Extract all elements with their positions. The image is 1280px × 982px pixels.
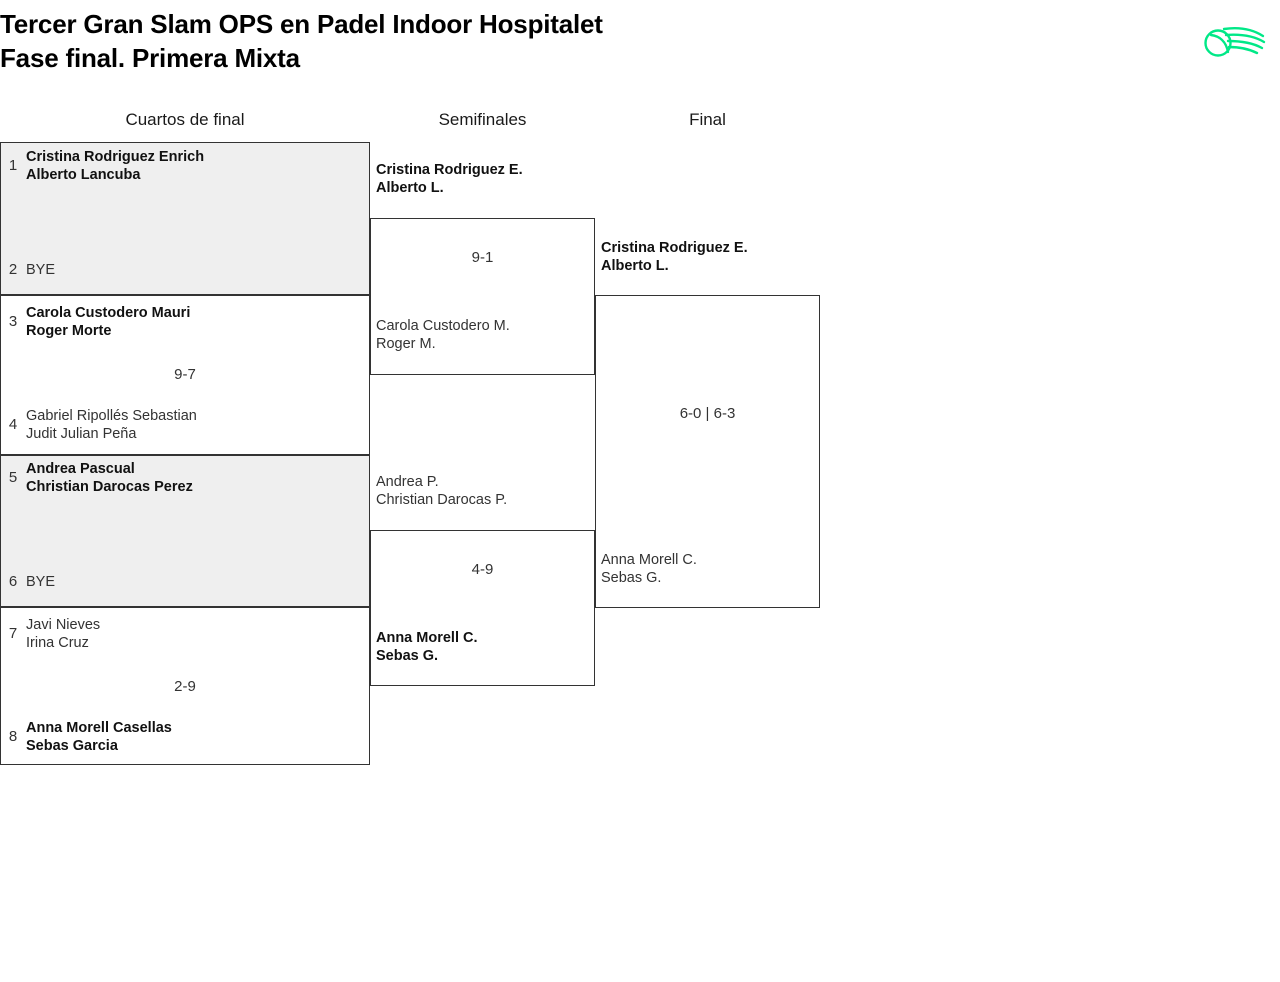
bracket-entry-seed-3[interactable]: 3 Carola Custodero Mauri Roger Morte [0, 304, 370, 340]
bracket-entry-seed-2[interactable]: 2 BYE [0, 260, 370, 279]
round-header-final: Final [689, 110, 726, 129]
seed-number: 6 [8, 573, 18, 590]
team-names: BYE [26, 262, 56, 278]
semifinal-1-bottom-team[interactable]: Carola Custodero M. Roger M. [376, 318, 510, 352]
title-line-2: Fase final. Primera Mixta [0, 42, 300, 73]
match-box-qf-2[interactable] [0, 295, 370, 455]
seed-number: 7 [8, 625, 18, 642]
semifinal-2-top-team[interactable]: Andrea P. Christian Darocas P. [376, 474, 508, 508]
semifinal-1-top-team[interactable]: Cristina Rodriguez E. Alberto L. [376, 162, 523, 196]
score-final: 6-0 | 6-3 [679, 405, 736, 422]
seed-number: 4 [8, 416, 18, 433]
team-names: Andrea Pascual Christian Darocas Perez [26, 461, 193, 495]
seed-number: 8 [8, 728, 18, 745]
team-names: Gabriel Ripollés Sebastian Judit Julian … [26, 408, 197, 442]
semifinal-2-bottom-team[interactable]: Anna Morell C. Sebas G. [376, 630, 478, 664]
score-qf-4: 2-9 [174, 678, 196, 695]
match-box-sf-1[interactable] [370, 218, 595, 375]
team-names: BYE [26, 574, 56, 590]
team-names: Cristina Rodriguez Enrich Alberto Lancub… [26, 149, 205, 183]
bracket-entry-seed-8[interactable]: 8 Anna Morell Casellas Sebas Garcia [0, 719, 370, 755]
score-qf-2: 9-7 [174, 366, 196, 383]
team-names: Carola Custodero Mauri Roger Morte [26, 305, 191, 339]
team-names: Anna Morell Casellas Sebas Garcia [26, 720, 172, 754]
final-top-team[interactable]: Cristina Rodriguez E. Alberto L. [601, 240, 748, 274]
seed-number: 5 [8, 469, 18, 486]
bracket-entry-seed-4[interactable]: 4 Gabriel Ripollés Sebastian Judit Julia… [0, 407, 370, 443]
seed-number: 3 [8, 313, 18, 330]
bracket-entry-seed-6[interactable]: 6 BYE [0, 572, 370, 591]
match-box-qf-4[interactable] [0, 607, 370, 765]
round-header-semifinals: Semifinales [438, 110, 527, 129]
seed-number: 2 [8, 261, 18, 278]
bracket-entry-seed-5[interactable]: 5 Andrea Pascual Christian Darocas Perez [0, 460, 370, 496]
padel-ball-swoosh-logo [1200, 16, 1272, 64]
match-box-qf-1[interactable] [0, 142, 370, 295]
match-box-sf-2[interactable] [370, 530, 595, 686]
bracket-entry-seed-7[interactable]: 7 Javi Nieves Irina Cruz [0, 616, 370, 652]
bracket-entry-seed-1[interactable]: 1 Cristina Rodriguez Enrich Alberto Lanc… [0, 148, 370, 184]
title-line-1: Tercer Gran Slam OPS en Padel Indoor Hos… [0, 9, 603, 39]
match-box-final[interactable] [595, 295, 820, 608]
seed-number: 1 [8, 157, 18, 174]
score-sf-1: 9-1 [471, 249, 494, 266]
team-names: Javi Nieves Irina Cruz [26, 617, 101, 651]
final-bottom-team[interactable]: Anna Morell C. Sebas G. [601, 552, 697, 586]
round-header-quarterfinals: Cuartos de final [125, 110, 245, 129]
page-title: Tercer Gran Slam OPS en Padel Indoor Hos… [0, 8, 603, 76]
match-box-qf-3[interactable] [0, 455, 370, 607]
score-sf-2: 4-9 [471, 561, 494, 578]
